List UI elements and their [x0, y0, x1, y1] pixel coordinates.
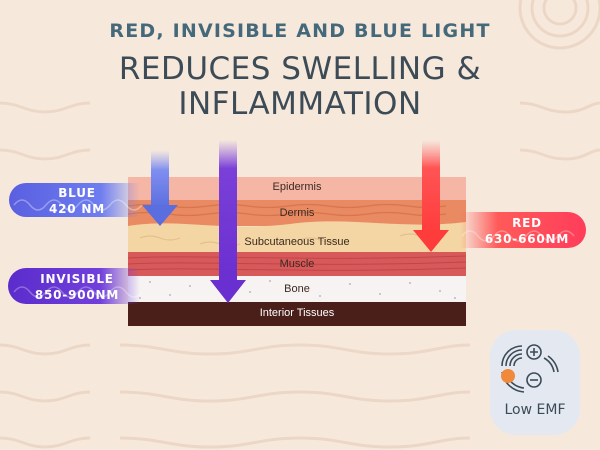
- red-light-name: RED: [468, 215, 586, 231]
- layer-label-subcutaneous: Subcutaneous Tissue: [128, 236, 466, 248]
- invisible-light-name: INVISIBLE: [14, 271, 140, 287]
- invisible-light-badge: INVISIBLE 850-900NM: [14, 271, 140, 303]
- wave-plus-minus-icon: [490, 330, 580, 400]
- blue-light-wavelength: 420 NM: [22, 201, 132, 217]
- low-emf-label: Low EMF: [490, 402, 580, 418]
- layer-label-bone: Bone: [128, 283, 466, 295]
- low-emf-badge: Low EMF: [490, 330, 580, 435]
- layer-label-muscle: Muscle: [128, 258, 466, 270]
- subtitle: RED, INVISIBLE AND BLUE LIGHT: [0, 20, 600, 42]
- page-title: REDUCES SWELLING & INFLAMMATION: [0, 52, 600, 122]
- title-line-1: REDUCES SWELLING &: [0, 52, 600, 87]
- title-line-2: INFLAMMATION: [0, 87, 600, 122]
- layer-label-dermis: Dermis: [128, 207, 466, 219]
- blue-light-name: BLUE: [22, 185, 132, 201]
- red-light-wavelength: 630-660NM: [468, 231, 586, 247]
- invisible-light-wavelength: 850-900NM: [14, 287, 140, 303]
- red-light-badge: RED 630-660NM: [468, 215, 586, 247]
- layer-label-epidermis: Epidermis: [128, 181, 466, 193]
- layer-label-interior: Interior Tissues: [128, 307, 466, 319]
- blue-light-badge: BLUE 420 NM: [22, 185, 132, 217]
